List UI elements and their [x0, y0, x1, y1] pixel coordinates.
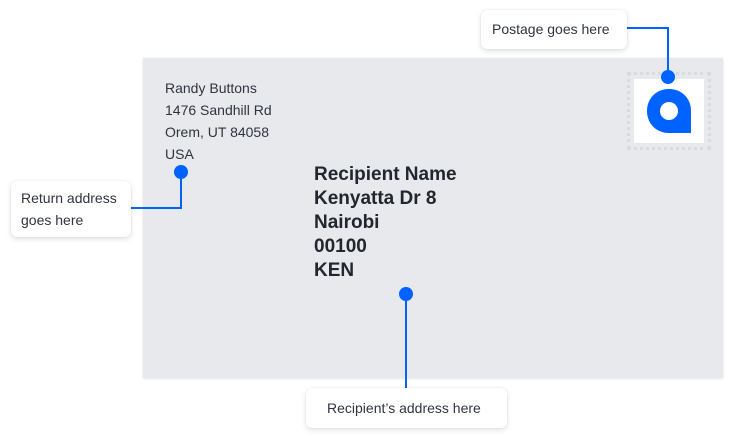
return-address-street: 1476 Sandhill Rd — [165, 102, 272, 118]
return-address-callout: Return address goes here — [11, 181, 131, 237]
speech-bubble-a-logo-icon — [647, 89, 691, 133]
return-address-city-line: Orem, UT 84058 — [165, 124, 270, 140]
return-address-country: USA — [165, 146, 194, 162]
recipient-street: Kenyatta Dr 8 — [314, 188, 437, 209]
return-address-block: Randy Buttons 1476 Sandhill Rd Orem, UT … — [165, 77, 272, 165]
recipient-address-callout: Recipient’s address here — [306, 388, 507, 428]
envelope — [143, 58, 723, 378]
recipient-name: Recipient Name — [314, 164, 457, 185]
postage-callout: Postage goes here — [481, 10, 627, 49]
recipient-address-block: Recipient Name Kenyatta Dr 8 Nairobi 001… — [314, 163, 457, 283]
return-address-name: Randy Buttons — [165, 80, 257, 96]
recipient-country: KEN — [314, 260, 355, 281]
recipient-postal-code: 00100 — [314, 236, 367, 257]
recipient-city: Nairobi — [314, 212, 380, 233]
